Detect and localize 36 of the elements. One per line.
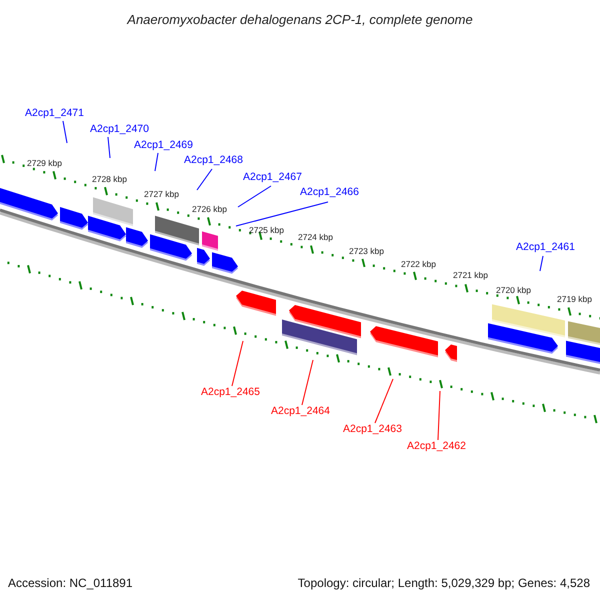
accession-text: Accession: NC_011891 <box>8 575 133 592</box>
position-label: 2725 kbp <box>249 225 284 236</box>
gene-label: A2cp1_2463 <box>343 423 402 436</box>
gene-label: A2cp1_2462 <box>407 440 466 453</box>
position-label: 2729 kbp <box>27 158 62 169</box>
position-label: 2721 kbp <box>453 270 488 281</box>
leader-line <box>238 186 272 208</box>
gene-label: A2cp1_2468 <box>184 154 243 167</box>
gene-label: A2cp1_2465 <box>201 386 260 399</box>
leader-line <box>302 360 314 406</box>
leader-line <box>232 340 244 386</box>
leader-line <box>438 390 440 440</box>
leader-line <box>540 256 544 272</box>
genome-stats-text: Topology: circular; Length: 5,029,329 bp; Genes: 4,528 <box>298 575 590 592</box>
position-label: 2727 kbp <box>144 189 179 200</box>
position-label: 2724 kbp <box>298 232 333 243</box>
leader-line <box>196 168 212 190</box>
gene-label: A2cp1_2467 <box>243 171 302 184</box>
leader-line <box>154 152 158 172</box>
genome-title: Anaeromyxobacter dehalogenans 2CP-1, complete genome <box>126 11 474 29</box>
gene-label: A2cp1_2469 <box>134 139 193 152</box>
gene-label: A2cp1_2470 <box>90 123 149 136</box>
position-label: 2723 kbp <box>349 246 384 257</box>
leader-line <box>374 378 394 424</box>
leader-line <box>62 120 68 144</box>
gene-label: A2cp1_2464 <box>271 405 330 418</box>
position-label: 2719 kbp <box>557 294 592 305</box>
gene-label: A2cp1_2461 <box>516 241 575 254</box>
position-label: 2722 kbp <box>401 259 436 270</box>
leader-line <box>236 202 328 226</box>
gene-label: A2cp1_2471 <box>25 107 84 120</box>
position-label: 2720 kbp <box>496 285 531 296</box>
position-label: 2728 kbp <box>92 174 127 185</box>
leader-line <box>108 136 110 158</box>
position-label: 2726 kbp <box>192 204 227 215</box>
gene-label: A2cp1_2466 <box>300 186 359 199</box>
